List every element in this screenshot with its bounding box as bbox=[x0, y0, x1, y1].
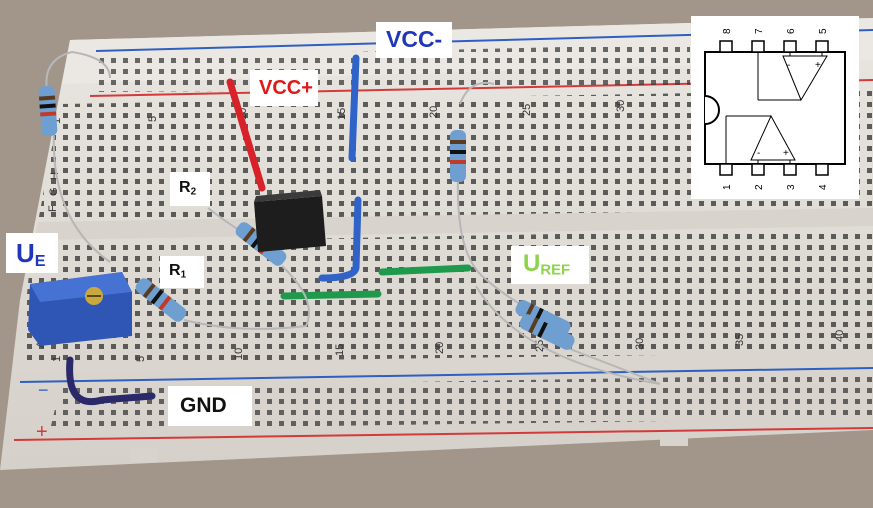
uref-sub: REF bbox=[540, 262, 571, 279]
rail-minus-symbol: − bbox=[38, 380, 49, 400]
vcc-plus-text: VCC+ bbox=[259, 77, 313, 99]
col-num-bottom: 30 bbox=[634, 338, 646, 350]
r1-label: R1 bbox=[160, 256, 204, 288]
resistor-lead bbox=[456, 82, 521, 305]
col-num-top: 15 bbox=[336, 108, 348, 120]
r2-sub: 2 bbox=[190, 186, 197, 198]
col-num-bottom: 20 bbox=[434, 342, 446, 354]
resistor-top-left bbox=[38, 85, 58, 137]
col-num-bottom: 1 bbox=[51, 356, 63, 362]
gnd-label: GND bbox=[168, 386, 252, 426]
pin-number: 2 bbox=[754, 184, 765, 190]
blue-wire-jumper bbox=[318, 196, 362, 282]
bottom-rail-red-line bbox=[13, 427, 873, 441]
opamp-chip bbox=[254, 190, 326, 252]
resistor-uref-top bbox=[450, 130, 466, 182]
vcc-minus-text: VCC- bbox=[386, 26, 443, 52]
r2-main: R bbox=[179, 179, 191, 196]
col-num-top: 5 bbox=[147, 116, 159, 122]
pin-number: 6 bbox=[786, 28, 797, 34]
uref-main: U bbox=[523, 250, 541, 277]
resistor-lead bbox=[45, 50, 111, 97]
ue-label: UE bbox=[6, 233, 58, 273]
resistor-uref-bottom-b bbox=[519, 314, 575, 350]
vcc-minus-label: VCC- bbox=[376, 22, 452, 58]
potentiometer bbox=[28, 272, 132, 346]
resistor-lead bbox=[52, 129, 111, 263]
green-wire-lower bbox=[280, 290, 382, 300]
pin-number: 1 bbox=[722, 184, 733, 190]
pin-number: 4 bbox=[818, 184, 829, 190]
bottom-rail-blue-line bbox=[19, 367, 873, 383]
row-letter: H bbox=[49, 172, 61, 180]
col-num-bottom: 5 bbox=[135, 356, 147, 362]
bottom-pin-tabs bbox=[719, 163, 829, 176]
blue-wire-vcc-minus bbox=[348, 54, 360, 162]
gnd-wire bbox=[66, 356, 156, 405]
top-pin-numbers: 8 7 6 5 bbox=[722, 28, 829, 34]
ue-main: U bbox=[16, 238, 35, 268]
r1-sub: 1 bbox=[180, 269, 187, 281]
col-num-top: 20 bbox=[428, 106, 440, 118]
opamp-upper-symbol bbox=[757, 52, 828, 102]
r2-label: R2 bbox=[170, 172, 210, 206]
green-wire-upper bbox=[378, 264, 472, 276]
r1-main: R bbox=[169, 262, 181, 279]
opamp-lower-plus: + bbox=[783, 148, 789, 159]
pin-number: 8 bbox=[722, 28, 733, 34]
bottom-pin-numbers: 1 2 3 4 bbox=[722, 184, 829, 190]
opamp-lower-minus: - bbox=[757, 148, 760, 159]
col-num-top: 1 bbox=[51, 118, 63, 124]
col-num-bottom: 10 bbox=[233, 348, 245, 360]
row-letter: G bbox=[48, 187, 60, 196]
resistor-lead bbox=[475, 285, 661, 385]
opamp-pinout-inset: 8 7 6 5 1 2 3 4 - + - + bbox=[691, 16, 859, 199]
opamp-lower-symbol bbox=[725, 114, 796, 164]
top-pin-tabs bbox=[719, 40, 829, 53]
ue-sub: E bbox=[34, 252, 46, 271]
red-wire-vcc-plus bbox=[226, 78, 266, 192]
column-numbers-bottom: 1 5 10 15 20 25 30 35 40 bbox=[51, 330, 846, 362]
col-num-bottom: 40 bbox=[834, 330, 846, 342]
rail-plus-symbol: + bbox=[36, 421, 48, 443]
vcc-plus-label: VCC+ bbox=[250, 70, 318, 106]
pin-number: 5 bbox=[818, 28, 829, 34]
col-num-bottom: 15 bbox=[334, 344, 346, 356]
col-num-bottom: 35 bbox=[734, 334, 746, 346]
col-num-top: 25 bbox=[521, 104, 533, 116]
ic-notch bbox=[704, 95, 720, 125]
gnd-text: GND bbox=[180, 394, 227, 417]
pinout-diagram: 8 7 6 5 1 2 3 4 - + - + bbox=[704, 28, 846, 190]
row-letter: F bbox=[47, 205, 59, 212]
uref-label: UREF bbox=[511, 246, 589, 284]
col-num-top: 30 bbox=[615, 100, 627, 112]
pin-number: 3 bbox=[786, 184, 797, 190]
resistor-r1 bbox=[135, 278, 187, 322]
pin-number: 7 bbox=[754, 28, 765, 34]
opamp-upper-plus: + bbox=[815, 60, 821, 71]
opamp-upper-minus: - bbox=[787, 60, 790, 71]
